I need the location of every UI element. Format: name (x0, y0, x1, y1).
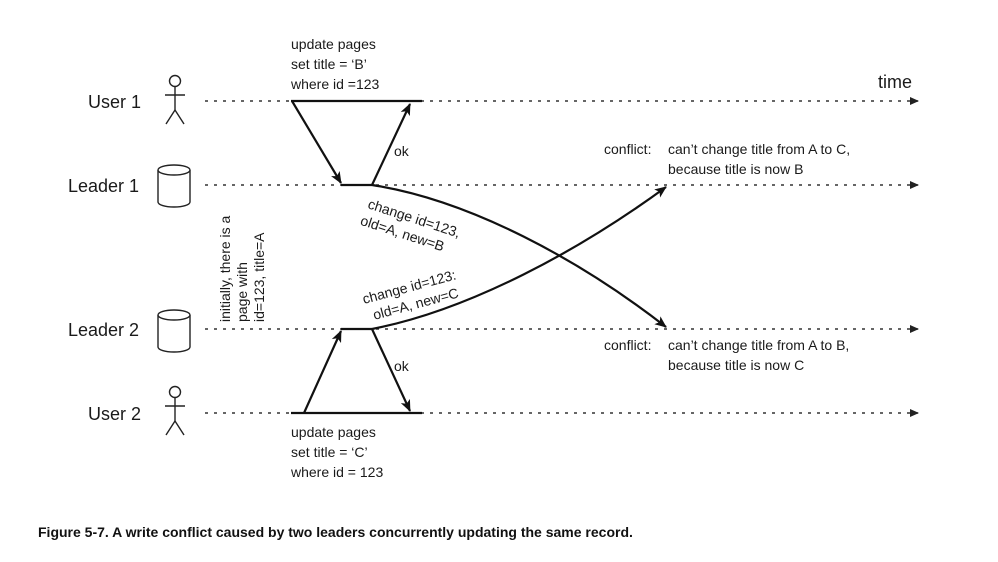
leader-1-ok-label: ok (394, 143, 410, 159)
conflict-note-leader-1: conflict: can’t change title from A to C… (604, 141, 850, 177)
user-1-icon (165, 74, 185, 125)
initial-state-note-line-2: page with (234, 262, 250, 322)
user-2-query-line-2: set title = ‘C’ (291, 444, 368, 460)
user-1-query-line-2: set title = ‘B’ (291, 56, 367, 72)
actor-label-user-1: User 1 (88, 92, 141, 112)
actor-label-leader-2: Leader 2 (68, 320, 139, 340)
user-2-write-arrow (302, 330, 343, 414)
leader-2-database-icon (157, 309, 191, 353)
user-1-query: update pages set title = ‘B’ where id =1… (290, 36, 380, 92)
user-2-query-line-3: where id = 123 (290, 464, 383, 480)
conflict-note-leader-1-tag: conflict: (604, 141, 651, 157)
initial-state-note-line-3: id=123, title=A (251, 232, 267, 322)
actor-label-user-2: User 2 (88, 404, 141, 424)
conflict-note-leader-2-line-2: because title is now C (668, 357, 804, 373)
time-label: time (878, 72, 912, 92)
user-2-query: update pages set title = ‘C’ where id = … (290, 424, 383, 480)
leader-1-database-icon (157, 164, 191, 208)
user-2-query-line-1: update pages (291, 424, 376, 440)
leader-2-ok-label: ok (394, 358, 410, 374)
conflict-note-leader-2: conflict: can’t change title from A to B… (604, 337, 849, 373)
initial-state-note: initially, there is a page with id=123, … (217, 215, 267, 322)
actor-label-leader-1: Leader 1 (68, 176, 139, 196)
leader-1-ok-arrow (371, 103, 411, 186)
replication-arrow-leader1-to-leader2 (371, 183, 667, 328)
conflict-note-leader-1-line-1: can’t change title from A to C, (668, 141, 850, 157)
leader-2-ok-arrow (371, 328, 411, 412)
user-1-query-line-3: where id =123 (290, 76, 380, 92)
user-2-icon (165, 385, 185, 436)
conflict-note-leader-2-line-1: can’t change title from A to B, (668, 337, 849, 353)
figure-caption: Figure 5-7. A write conflict caused by t… (38, 524, 633, 540)
conflict-note-leader-2-tag: conflict: (604, 337, 651, 353)
replication-arrow-leader2-to-leader1 (371, 186, 667, 331)
initial-state-note-line-1: initially, there is a (217, 215, 233, 322)
conflict-note-leader-1-line-2: because title is now B (668, 161, 803, 177)
user-1-query-line-1: update pages (291, 36, 376, 52)
user-1-write-arrow (291, 100, 342, 184)
replication-label-leader2: change id=123: old=A, new=C (361, 267, 461, 323)
